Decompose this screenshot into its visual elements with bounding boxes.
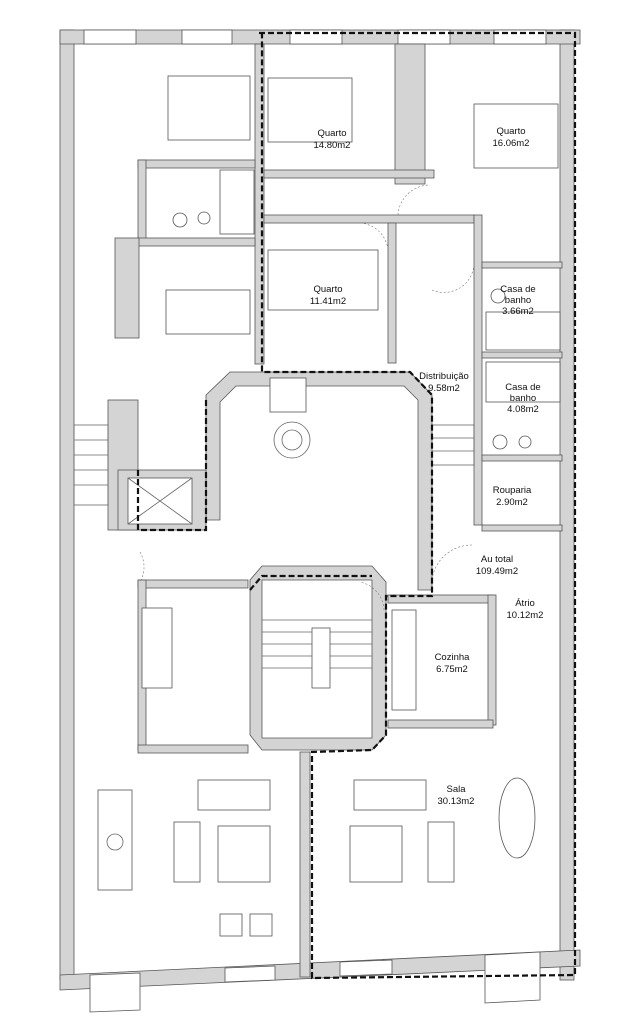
room-name-quarto-3: Quarto (313, 284, 342, 295)
kitchen-counter (141, 607, 173, 689)
wall (481, 454, 563, 462)
unit-boundary (259, 31, 577, 980)
room-area-quarto-1: 14.80m2 (314, 140, 351, 151)
wall (137, 159, 147, 241)
wall (387, 719, 494, 729)
wardrobe-wall (114, 237, 140, 339)
bidet (518, 435, 532, 449)
stair-hall-wall (205, 371, 433, 591)
room-area-atrio: 10.12m2 (507, 610, 544, 621)
wall (481, 261, 563, 269)
room-name-atrio: Átrio (515, 598, 535, 609)
toilet (490, 288, 506, 304)
room-name-rouparia: Rouparia (493, 485, 532, 496)
room-name2-casa-banho-1: banho (505, 295, 531, 306)
armchair (173, 821, 201, 883)
wall-south (59, 949, 581, 991)
bed (473, 103, 559, 169)
spiral-stair-core (281, 429, 303, 451)
bed (167, 75, 251, 141)
room-area-quarto-2: 16.06m2 (493, 138, 530, 149)
room-area-sala: 30.13m2 (438, 796, 475, 807)
furniture (97, 75, 561, 937)
wall (299, 751, 311, 978)
window (83, 29, 137, 45)
spiral-stair (273, 421, 311, 459)
room-area-casa-banho-1: 3.66m2 (502, 306, 534, 317)
bed (267, 77, 353, 143)
room-name-casa-banho-2: Casa de (505, 382, 540, 393)
room-area-casa-banho-2: 4.08m2 (507, 404, 539, 415)
chair (249, 913, 273, 937)
sofa (197, 779, 271, 811)
room-name-quarto-2: Quarto (496, 126, 525, 137)
room-labels: Quarto 14.80m2 Quarto 16.06m2 Quarto 11.… (310, 126, 544, 807)
wall (263, 214, 475, 224)
toilet (172, 212, 188, 228)
wall-west (59, 29, 75, 981)
dining-table (498, 777, 536, 859)
room-name-au-total: Au total (481, 554, 513, 565)
wall (487, 594, 497, 726)
bed (165, 289, 251, 335)
window (289, 29, 343, 45)
window (484, 951, 541, 1004)
bidet (197, 211, 211, 225)
window (339, 959, 393, 977)
wall (481, 351, 563, 359)
wall (137, 579, 249, 589)
room-area-cozinha: 6.75m2 (436, 664, 468, 675)
stair-hall (73, 371, 475, 751)
room-name-casa-banho-1: Casa de (500, 284, 535, 295)
bathtub (219, 169, 255, 235)
room-name-quarto-1: Quarto (317, 128, 346, 139)
bed (267, 249, 379, 311)
armchair (427, 821, 455, 883)
stair-steps (262, 619, 372, 689)
bathtub (485, 361, 561, 403)
wall-east (559, 29, 575, 981)
chair (219, 913, 243, 937)
toilet (492, 434, 508, 450)
wall (481, 524, 563, 532)
coffee-table (217, 825, 271, 883)
room-area-quarto-3: 11.41m2 (310, 296, 346, 307)
doors (139, 184, 475, 611)
bathtub (485, 311, 561, 351)
sofa (353, 779, 427, 811)
room-name-sala: Sala (446, 784, 466, 795)
room-area-distribuicao: 9.58m2 (428, 383, 460, 394)
dining-table (97, 789, 133, 891)
wall (137, 744, 249, 754)
room-name2-casa-banho-2: banho (510, 393, 536, 404)
unit-boundary-secondary (249, 574, 372, 591)
wall (263, 169, 435, 179)
unit-boundary-secondary (136, 400, 208, 532)
room-name-distribuicao: Distribuição (419, 371, 469, 382)
wall (137, 159, 256, 169)
wall (387, 222, 397, 364)
room-area-rouparia: 2.90m2 (496, 497, 528, 508)
stair-landing (269, 377, 307, 413)
room-area-au-total: 109.49m2 (476, 566, 518, 577)
kitchen-counter (391, 609, 417, 711)
wall (254, 43, 265, 365)
window (181, 29, 233, 45)
wall (137, 237, 256, 247)
wall (473, 214, 483, 526)
coffee-table (349, 825, 403, 883)
wardrobe-wall (394, 43, 426, 185)
window (224, 965, 276, 983)
room-name-cozinha: Cozinha (435, 652, 471, 663)
window (89, 972, 141, 1013)
